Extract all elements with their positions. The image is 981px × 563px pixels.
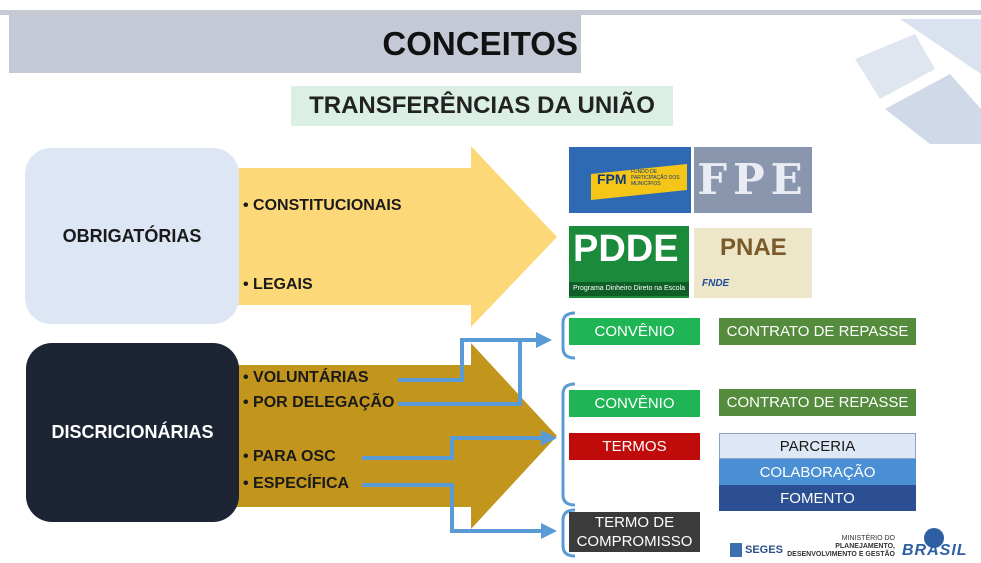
pnae-logo-text: PNAE — [720, 234, 787, 261]
subtitle: TRANSFERÊNCIAS DA UNIÃO — [291, 86, 673, 126]
tag-termo-compromisso: TERMO DE COMPROMISSO — [569, 512, 700, 552]
discretionary-item-delegacao: • POR DELEGAÇÃO — [243, 394, 395, 411]
connector-voluntarias — [398, 338, 540, 382]
tag-termos: TERMOS — [569, 433, 700, 460]
tag-contrato-repasse-1: CONTRATO DE REPASSE — [719, 318, 916, 345]
connector-arrowheads — [536, 332, 557, 539]
bracket-group3 — [561, 508, 576, 558]
ministerio-line1: MINISTÉRIO DO — [841, 535, 895, 542]
mandatory-arrow — [236, 146, 557, 327]
discretionary-item-osc: • PARA OSC — [243, 448, 336, 465]
globe-icon — [924, 528, 944, 548]
tag-convenio-2: CONVÊNIO — [569, 390, 700, 417]
decorative-logo-icon — [855, 19, 981, 144]
ministerio-line3: DESENVOLVIMENTO E GESTÃO — [787, 551, 895, 558]
pdde-logo-caption: Programa Dinheiro Direto na Escola — [569, 282, 689, 296]
connector-lines — [362, 338, 545, 533]
seges-icon — [730, 543, 742, 557]
mandatory-item-legais: • LEGAIS — [243, 276, 313, 293]
discretionary-arrow — [236, 343, 557, 529]
tag-convenio-1: CONVÊNIO — [569, 318, 700, 345]
tag-contrato-repasse-2: CONTRATO DE REPASSE — [719, 389, 916, 416]
fnde-logo-text: FNDE — [702, 278, 730, 289]
fpe-logo: FPE — [694, 147, 812, 213]
ministerio-logo: MINISTÉRIO DO PLANEJAMENTO, DESENVOLVIME… — [785, 535, 895, 559]
discretionary-label: DISCRICIONÁRIAS — [51, 422, 214, 442]
page-title: CONCEITOS — [382, 25, 578, 62]
brackets — [561, 311, 576, 558]
connector-osc — [362, 436, 545, 460]
fpm-logo-caption: FUNDO DE PARTICIPAÇÃO DOS MUNICÍPIOS — [631, 169, 680, 187]
fpm-logo-text: FPM — [597, 171, 627, 187]
fpm-logo: FPM FUNDO DE PARTICIPAÇÃO DOS MUNICÍPIOS — [569, 147, 691, 213]
tag-parceria: PARCERIA — [719, 433, 916, 459]
fpe-logo-text: FPE — [697, 155, 809, 204]
title-top-line — [0, 10, 981, 15]
tag-colaboracao: COLABORAÇÃO — [719, 459, 916, 485]
discretionary-box: DISCRICIONÁRIAS — [26, 343, 239, 522]
pdde-logo: PDDE Programa Dinheiro Direto na Escola — [569, 226, 689, 298]
pnae-logo: PNAE FNDE — [694, 228, 812, 298]
mandatory-box: OBRIGATÓRIAS — [25, 148, 239, 324]
tag-fomento: FOMENTO — [719, 485, 916, 511]
brasil-logo: BRASIL — [900, 528, 976, 560]
mandatory-item-constitucionais: • CONSTITUCIONAIS — [243, 197, 402, 214]
bracket-group1 — [561, 311, 576, 360]
discretionary-item-voluntarias: • VOLUNTÁRIAS — [243, 369, 369, 386]
brasil-text: BRASIL — [902, 542, 968, 559]
ministerio-line2: PLANEJAMENTO, — [835, 543, 895, 550]
pdde-logo-text: PDDE — [573, 228, 679, 270]
connector-especifica — [362, 483, 545, 533]
discretionary-item-especifica: • ESPECÍFICA — [243, 475, 350, 492]
bracket-group2 — [561, 382, 576, 507]
mandatory-label: OBRIGATÓRIAS — [62, 225, 202, 246]
seges-text: SEGES — [745, 544, 783, 556]
connector-delegacao — [398, 340, 522, 406]
seges-logo: SEGES — [730, 541, 783, 559]
title-band — [9, 15, 581, 73]
